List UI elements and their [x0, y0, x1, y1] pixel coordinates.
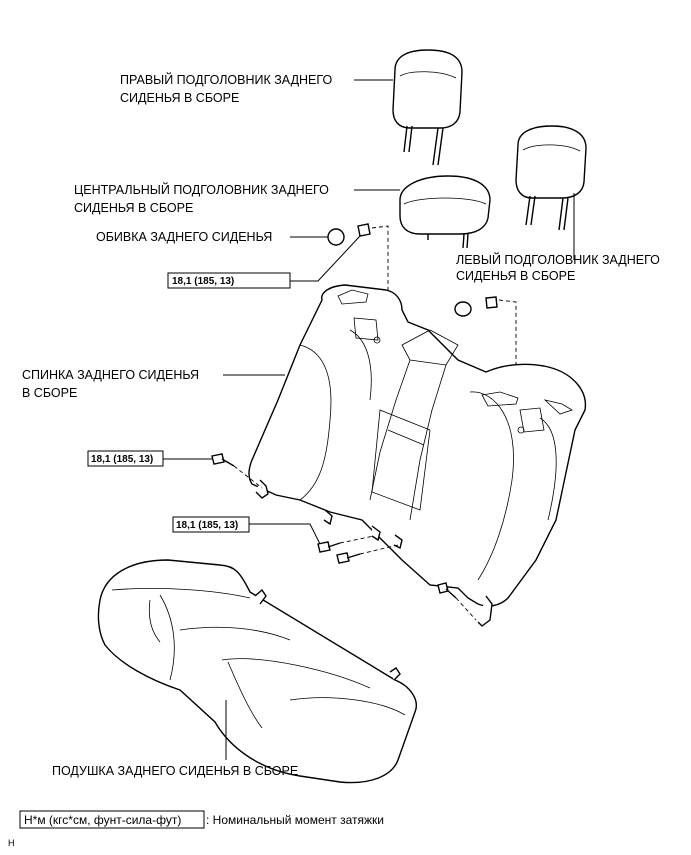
center-headrest-label-2: СИДЕНЬЯ В СБОРЕ [74, 201, 193, 215]
torque-box-top: 18,1 (185, 13) [167, 272, 291, 289]
seatback-label-1: СПИНКА ЗАДНЕГО СИДЕНЬЯ [22, 368, 199, 382]
torque-box-lower: 18,1 (185, 13) [172, 516, 250, 533]
cushion-label: ПОДУШКА ЗАДНЕГО СИДЕНЬЯ В СБОРЕ [52, 764, 298, 778]
center-headrest [399, 175, 491, 249]
rear-seat-cushion [97, 559, 417, 784]
bolt-left [211, 453, 263, 489]
legend: Н*м (кгс*см, фунт-сила-фут) : Номинальны… [19, 810, 384, 829]
left-headrest-label-2: СИДЕНЬЯ В СБОРЕ [456, 269, 575, 283]
right-headrest-label-1: ПРАВЫЙ ПОДГОЛОВНИК ЗАДНЕГО [120, 72, 332, 87]
left-headrest [515, 125, 587, 231]
torque-value-middle: 18,1 (185, 13) [91, 454, 153, 465]
seatback-bolts [211, 453, 477, 621]
bolt-right [437, 582, 477, 621]
footer-mark: H [8, 838, 15, 848]
bolt-center-1 [317, 535, 375, 553]
bolt-center-2 [336, 544, 399, 564]
rear-seatback [248, 284, 587, 607]
right-headrest-label-2: СИДЕНЬЯ В СБОРЕ [120, 91, 239, 105]
legend-unit: Н*м (кгс*см, фунт-сила-фут) [24, 813, 181, 827]
seat-trim-caps [327, 223, 517, 412]
center-headrest-label-1: ЦЕНТРАЛЬНЫЙ ПОДГОЛОВНИК ЗАДНЕГО [74, 182, 329, 197]
torque-value-lower: 18,1 (185, 13) [176, 520, 238, 531]
legend-text: : Номинальный момент затяжки [206, 813, 384, 827]
right-headrest [392, 49, 463, 166]
seatback-brackets [255, 479, 493, 627]
seatback-label-2: В СБОРЕ [22, 386, 77, 400]
leader-lines [163, 79, 575, 760]
seat-trim-label: ОБИВКА ЗАДНЕГО СИДЕНЬЯ [96, 230, 272, 244]
torque-value-top: 18,1 (185, 13) [172, 276, 234, 287]
torque-box-middle: 18,1 (185, 13) [87, 450, 164, 467]
left-headrest-label-1: ЛЕВЫЙ ПОДГОЛОВНИК ЗАДНЕГО [456, 252, 660, 267]
